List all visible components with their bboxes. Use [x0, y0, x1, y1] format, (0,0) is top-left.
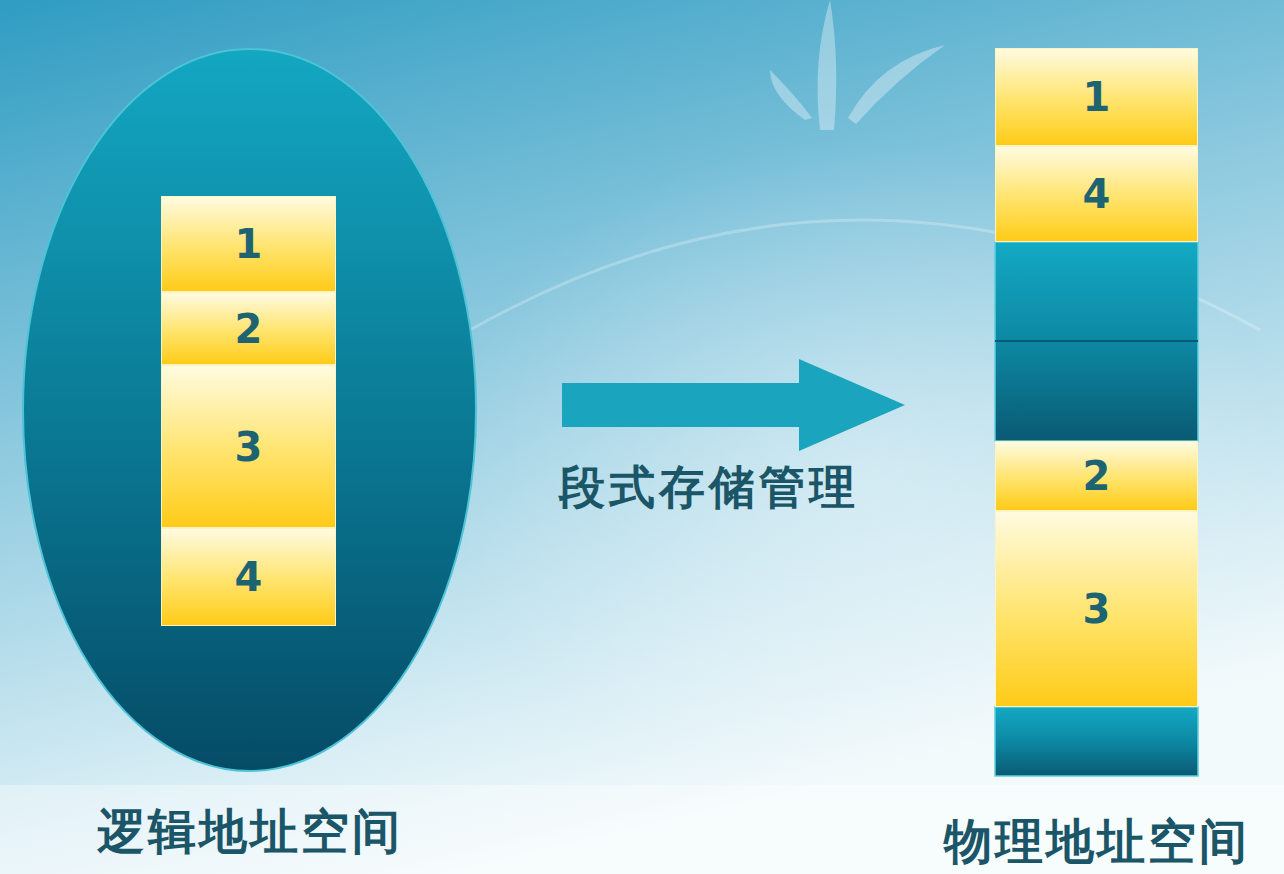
segment-number: 1 — [235, 221, 263, 267]
segment-block: 2 — [995, 441, 1198, 511]
physical-memory: 1423物理地址空间 — [995, 48, 1198, 776]
floor-band — [0, 785, 1284, 874]
segment-number: 2 — [235, 306, 263, 352]
segment-block: 2 — [161, 292, 336, 365]
decor-glow — [440, 140, 1280, 800]
arrow-head — [799, 359, 905, 451]
segment-block: 4 — [995, 146, 1198, 242]
segment-number: 1 — [1083, 74, 1111, 120]
logical-space: 1234逻辑地址空间 — [22, 48, 477, 772]
arrow-shaft — [562, 383, 800, 427]
ellipse-shape — [23, 49, 476, 771]
segment-number: 3 — [235, 424, 263, 470]
free-area — [995, 242, 1198, 441]
segment-block: 3 — [995, 511, 1198, 707]
segment-number: 3 — [1083, 586, 1111, 632]
segment-block: 1 — [161, 196, 336, 292]
arrow-label: 段式存储管理 — [559, 461, 859, 514]
space-title: 逻辑地址空间 — [97, 804, 403, 859]
segment-block: 1 — [995, 48, 1198, 146]
segment-block: 4 — [161, 528, 336, 626]
segment-number: 4 — [235, 554, 263, 600]
free-area — [995, 707, 1198, 776]
space-title: 物理地址空间 — [944, 814, 1250, 869]
mapping-arrow — [562, 359, 905, 451]
free-area-divider — [995, 340, 1198, 342]
segment-number: 4 — [1083, 171, 1111, 217]
segment-number: 2 — [1083, 453, 1111, 499]
segment-block: 3 — [161, 365, 336, 528]
decor-splash — [770, 0, 945, 130]
